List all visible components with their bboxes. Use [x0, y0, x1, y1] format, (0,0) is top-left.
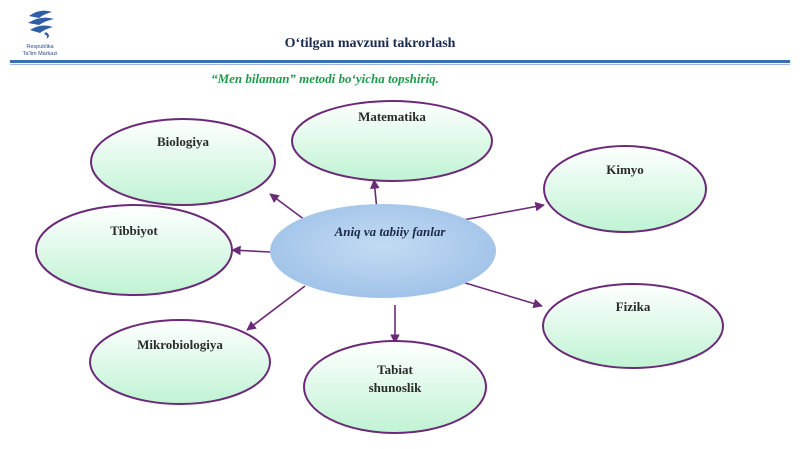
bubble-tibbiyot: [35, 204, 233, 296]
node-label-mikrobiologiya: Mikrobiologiya: [137, 337, 223, 352]
node-label-biologiya: Biologiya: [156, 134, 209, 149]
bubble-matematika: [291, 100, 493, 182]
bubble-kimyo: [543, 145, 707, 233]
logo-line-2: Ta'lim Markazi: [22, 50, 58, 57]
node-label-tabiat-line1: Tabiat: [377, 362, 413, 377]
logo-text: Respublika Ta'lim Markazi: [10, 44, 70, 57]
page-title: O‘tilgan mavzuni takrorlash: [284, 36, 456, 51]
node-label-tabiat-line2: shunoslik: [368, 380, 422, 395]
header-divider: [10, 60, 790, 63]
node-label-kimyo: Kimyo: [606, 162, 644, 177]
arrow-to-mikrobiologiya: [246, 285, 306, 331]
node-label-tabiatshunoslik: Tabiat shunoslik: [335, 361, 455, 397]
center-ellipse: [270, 204, 496, 298]
bubble-tabiatshunoslik: [303, 340, 487, 434]
bubble-fizika: [542, 283, 724, 369]
node-label-tibbiyot: Tibbiyot: [110, 223, 158, 238]
bubble-biologiya: [90, 118, 276, 206]
center-label: Aniq va tabiiy fanlar: [334, 224, 446, 239]
header-divider-thin: [10, 64, 790, 65]
arrow-to-biologiya: [269, 193, 306, 221]
node-label-matematika: Matematika: [358, 109, 426, 124]
arrow-to-kimyo: [462, 201, 545, 221]
bubble-mikrobiologiya: [89, 319, 271, 405]
arrow-to-tibbiyot: [231, 245, 271, 256]
task-subtitle: “Men bilaman” metodi bo‘yicha topshiriq.: [211, 71, 439, 86]
logo: Respublika Ta'lim Markazi: [10, 6, 70, 62]
dove-logo-icon: [28, 10, 54, 39]
arrow-to-fizika: [461, 281, 543, 309]
logo-line-1: Respublika: [26, 44, 54, 50]
node-label-fizika: Fizika: [615, 299, 651, 314]
